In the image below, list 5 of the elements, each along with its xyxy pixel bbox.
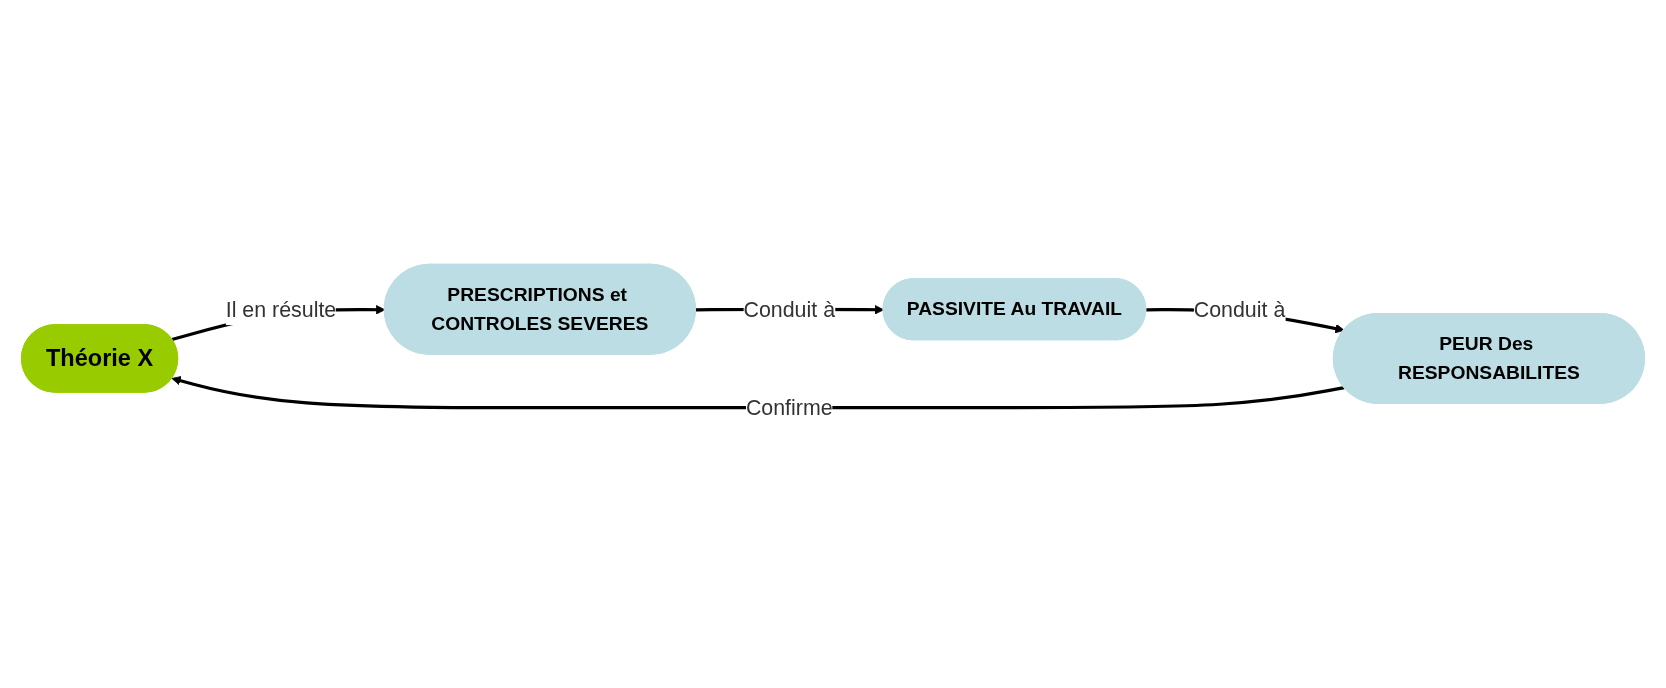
edge-label: Conduit à (1193, 297, 1286, 322)
edge-label: Conduit à (743, 297, 836, 322)
arrow (171, 376, 1345, 410)
edge-label: Il en résulte (225, 297, 337, 322)
edge-label: Confirme (745, 395, 833, 420)
